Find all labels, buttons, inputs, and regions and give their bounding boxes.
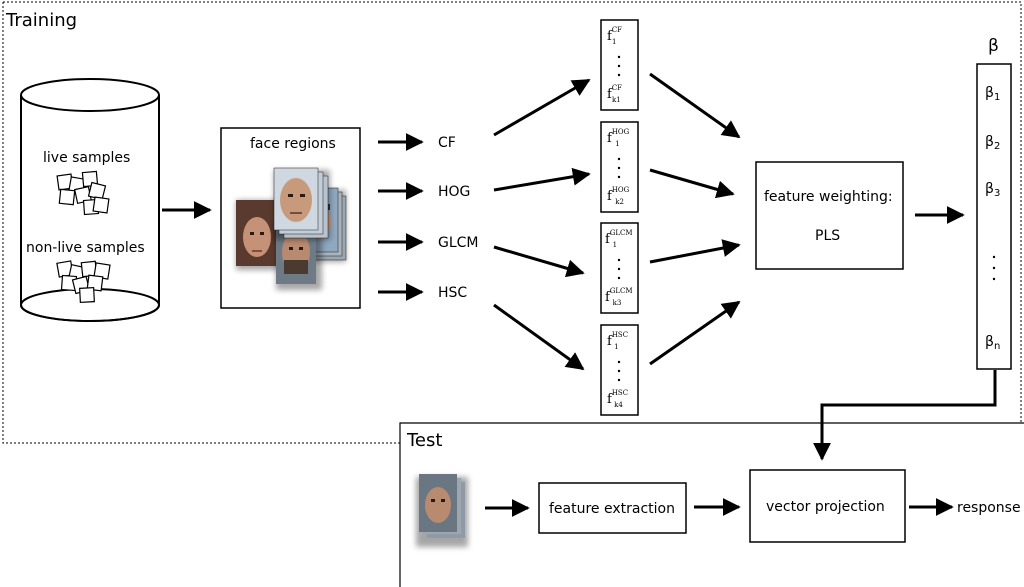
arrow-vec3-to-pls xyxy=(649,239,741,264)
arrow-cf-to-vec xyxy=(493,78,591,137)
feature-extraction-box xyxy=(538,482,687,534)
beta-vector-box xyxy=(976,63,1012,370)
descriptor-glcm: GLCM xyxy=(438,235,479,251)
live-samples-icon xyxy=(56,170,110,216)
feature-weighting-line1: feature weighting: xyxy=(764,189,893,205)
live-samples-label: live samples xyxy=(43,150,130,166)
response-label: response xyxy=(957,500,1021,516)
svg-text:β1: β1 xyxy=(985,85,1000,103)
descriptor-cf: CF xyxy=(438,135,456,151)
arrow-vec4-to-pls xyxy=(649,300,741,366)
svg-text:β2: β2 xyxy=(985,134,1000,152)
feature-weighting-box xyxy=(755,161,904,270)
descriptor-hsc: HSC xyxy=(438,285,467,301)
descriptor-hog: HOG xyxy=(438,184,470,200)
arrow-hog-to-vec xyxy=(493,167,591,192)
arrow-vec2-to-pls xyxy=(649,168,735,199)
arrow-glcm-to-vec xyxy=(493,245,585,278)
arrow-hsc-to-vec xyxy=(493,303,585,371)
vector-projection-box xyxy=(749,469,906,543)
vector-projection-label: vector projection xyxy=(766,499,885,515)
arrow-vec1-to-pls xyxy=(649,72,741,139)
test-label: Test xyxy=(406,430,442,451)
feature-extraction-label: feature extraction xyxy=(549,501,675,517)
test-frame xyxy=(399,422,1024,587)
face-images xyxy=(236,167,347,290)
feature-weighting-line2: PLS xyxy=(815,228,840,244)
nonlive-samples-icon xyxy=(56,260,111,303)
test-face-image xyxy=(416,474,468,547)
beta-entries: β1 β2 β3 βn xyxy=(985,85,1000,352)
svg-text:β3: β3 xyxy=(985,181,1000,199)
training-label: Training xyxy=(5,10,77,31)
beta-title: β xyxy=(988,36,999,56)
face-regions-title: face regions xyxy=(250,136,336,152)
arrow-beta-to-projection xyxy=(813,370,997,461)
training-frame xyxy=(2,1,1022,444)
svg-text:βn: βn xyxy=(985,334,1000,352)
nonlive-samples-label: non-live samples xyxy=(26,240,145,256)
